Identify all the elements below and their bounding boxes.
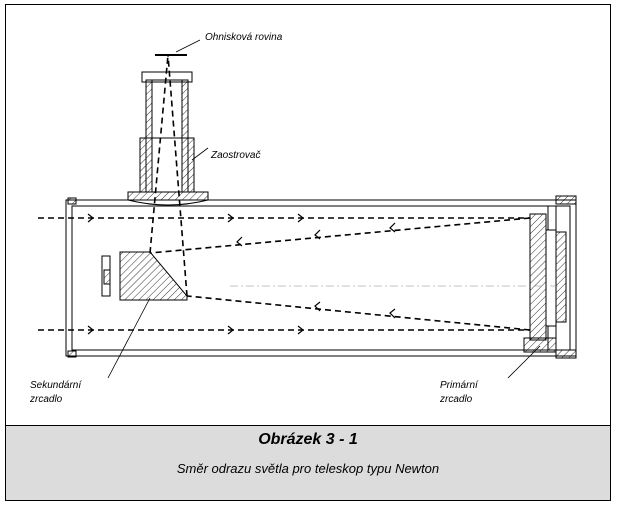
telescope-tube	[65, 195, 577, 359]
secondary-mirror	[101, 251, 188, 301]
caption-title: Obrázek 3 - 1	[258, 431, 358, 448]
caption-subtitle: Směr odrazu světla pro teleskop typu New…	[176, 461, 440, 476]
label-focal-plane: Ohnisková rovina	[205, 32, 283, 43]
label-primary-1: Primární	[440, 380, 479, 391]
leader-lines	[107, 39, 541, 379]
figure-frame	[5, 4, 611, 501]
figure-caption: Obrázek 3 - 1 Směr odrazu světla pro tel…	[5, 425, 611, 501]
focuser-assembly	[127, 54, 209, 206]
label-primary-2: zrcadlo	[439, 394, 473, 405]
light-rays	[38, 54, 531, 331]
label-focuser: Zaostrovač	[210, 150, 260, 161]
label-secondary-2: zrcadlo	[29, 394, 63, 405]
ray-arrows	[87, 213, 396, 335]
primary-mirror	[523, 205, 567, 353]
label-secondary-1: Sekundární	[30, 380, 82, 391]
